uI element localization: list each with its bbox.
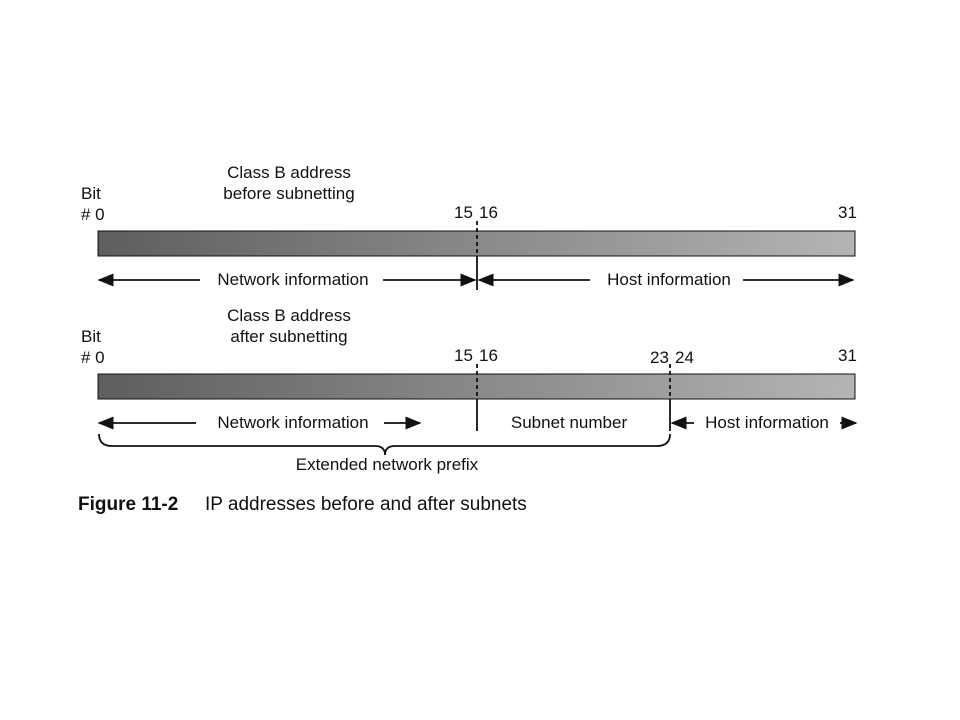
bottom-bit-15: 15: [454, 346, 473, 365]
top-bit-15: 15: [454, 203, 473, 222]
top-title-line1: Class B address: [227, 163, 351, 182]
caption-text: IP addresses before and after subnets: [205, 494, 527, 515]
bottom-title-line1: Class B address: [227, 306, 351, 325]
figure-caption: Figure 11-2 IP addresses before and afte…: [78, 494, 527, 515]
bottom-bit-23: 23: [650, 348, 669, 367]
bottom-bit-31: 31: [838, 346, 857, 365]
top-bit-0: # 0: [81, 205, 105, 224]
prefix-brace: [98, 433, 671, 456]
bottom-bit-16: 16: [479, 346, 498, 365]
prefix-label: Extended network prefix: [296, 455, 479, 474]
bottom-diagram: Class B address after subnetting Bit # 0…: [81, 306, 858, 474]
bottom-host-label: Host information: [705, 413, 829, 432]
top-network-label: Network information: [217, 270, 368, 289]
top-host-label: Host information: [607, 270, 731, 289]
bottom-bit-label: Bit: [81, 327, 101, 346]
top-bit-16: 16: [479, 203, 498, 222]
bottom-subnet-label: Subnet number: [511, 413, 628, 432]
bottom-network-label: Network information: [217, 413, 368, 432]
top-bit-31: 31: [838, 203, 857, 222]
caption-number: Figure 11-2: [78, 494, 178, 515]
top-title-line2: before subnetting: [223, 184, 354, 203]
top-bit-label: Bit: [81, 184, 101, 203]
bottom-bit-0: # 0: [81, 348, 105, 367]
bottom-bit-24: 24: [675, 348, 694, 367]
top-diagram: Class B address before subnetting Bit # …: [81, 163, 857, 290]
bottom-title-line2: after subnetting: [230, 327, 347, 346]
